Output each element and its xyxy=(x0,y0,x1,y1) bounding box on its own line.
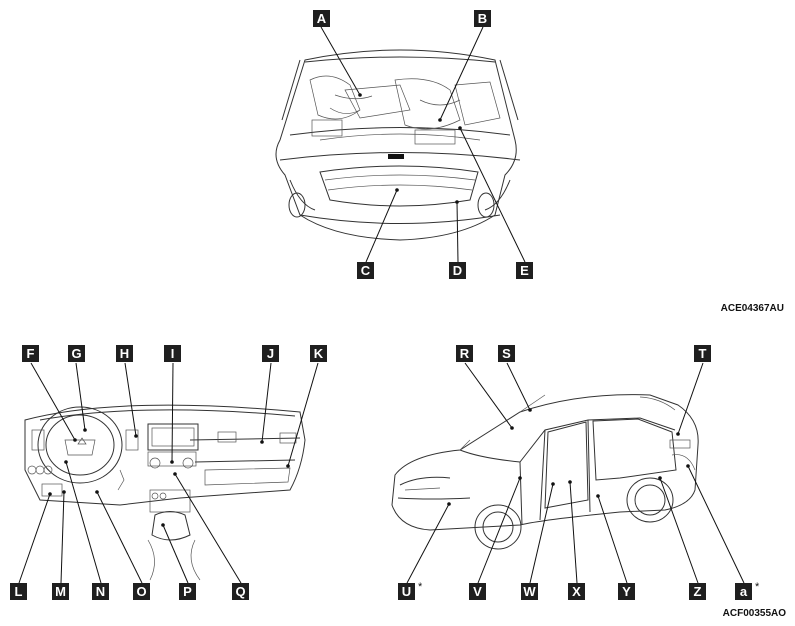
svg-text:X: X xyxy=(572,584,581,599)
svg-text:J: J xyxy=(267,346,274,361)
svg-text:T: T xyxy=(699,346,707,361)
svg-text:G: G xyxy=(71,346,81,361)
svg-text:H: H xyxy=(120,346,129,361)
svg-text:O: O xyxy=(136,584,146,599)
engine-label-B: B xyxy=(474,10,491,27)
dashboard-label-K: K xyxy=(310,345,327,362)
exterior-label-U: U * xyxy=(398,581,423,600)
dashboard-drawing xyxy=(24,404,306,581)
svg-text:E: E xyxy=(520,263,529,278)
svg-text:F: F xyxy=(27,346,35,361)
dashboard-label-O: O xyxy=(133,583,150,600)
engine-label-C: C xyxy=(357,262,374,279)
engine-bay-drawing xyxy=(275,49,521,241)
svg-text:B: B xyxy=(478,11,487,26)
dashboard-leaders xyxy=(18,362,319,584)
exterior-leaders xyxy=(406,362,745,584)
exterior-figure-code: ACF00355AO xyxy=(723,608,787,619)
dashboard-label-Q: Q xyxy=(232,583,249,600)
svg-text:S: S xyxy=(502,346,511,361)
engine-leaders xyxy=(320,26,526,263)
svg-text:M: M xyxy=(55,584,66,599)
engine-label-A: A xyxy=(313,10,330,27)
exterior-label-V: V xyxy=(469,583,486,600)
svg-text:P: P xyxy=(183,584,192,599)
svg-text:K: K xyxy=(314,346,324,361)
asterisk-a: * xyxy=(755,581,760,593)
svg-text:N: N xyxy=(96,584,105,599)
svg-text:C: C xyxy=(361,263,371,278)
dashboard-label-I: I xyxy=(164,345,181,362)
exterior-label-S: S xyxy=(498,345,515,362)
svg-text:I: I xyxy=(171,346,175,361)
svg-text:R: R xyxy=(460,346,470,361)
dashboard-label-H: H xyxy=(116,345,133,362)
dashboard-label-L: L xyxy=(10,583,27,600)
exterior-label-a: a * xyxy=(735,581,760,600)
engine-label-E: E xyxy=(516,262,533,279)
svg-text:L: L xyxy=(15,584,23,599)
exterior-label-Y: Y xyxy=(618,583,635,600)
dashboard-label-M: M xyxy=(52,583,69,600)
exterior-label-T: T xyxy=(694,345,711,362)
svg-text:Q: Q xyxy=(235,584,245,599)
dashboard-label-G: G xyxy=(68,345,85,362)
exterior-label-R: R xyxy=(456,345,473,362)
exterior-label-X: X xyxy=(568,583,585,600)
exterior-label-W: W xyxy=(521,583,538,600)
asterisk-U: * xyxy=(418,581,423,593)
exterior-car-drawing xyxy=(391,394,699,550)
dashboard-label-J: J xyxy=(262,345,279,362)
dashboard-label-P: P xyxy=(179,583,196,600)
svg-text:Z: Z xyxy=(694,584,702,599)
svg-text:D: D xyxy=(453,263,462,278)
svg-text:a: a xyxy=(740,584,748,599)
engine-figure-code: ACE04367AU xyxy=(721,303,784,314)
svg-text:A: A xyxy=(317,11,327,26)
svg-text:U: U xyxy=(402,584,411,599)
engine-label-D: D xyxy=(449,262,466,279)
svg-text:W: W xyxy=(523,584,536,599)
svg-text:Y: Y xyxy=(622,584,631,599)
dashboard-label-F: F xyxy=(22,345,39,362)
svg-text:V: V xyxy=(473,584,482,599)
dashboard-label-N: N xyxy=(92,583,109,600)
exterior-label-Z: Z xyxy=(689,583,706,600)
